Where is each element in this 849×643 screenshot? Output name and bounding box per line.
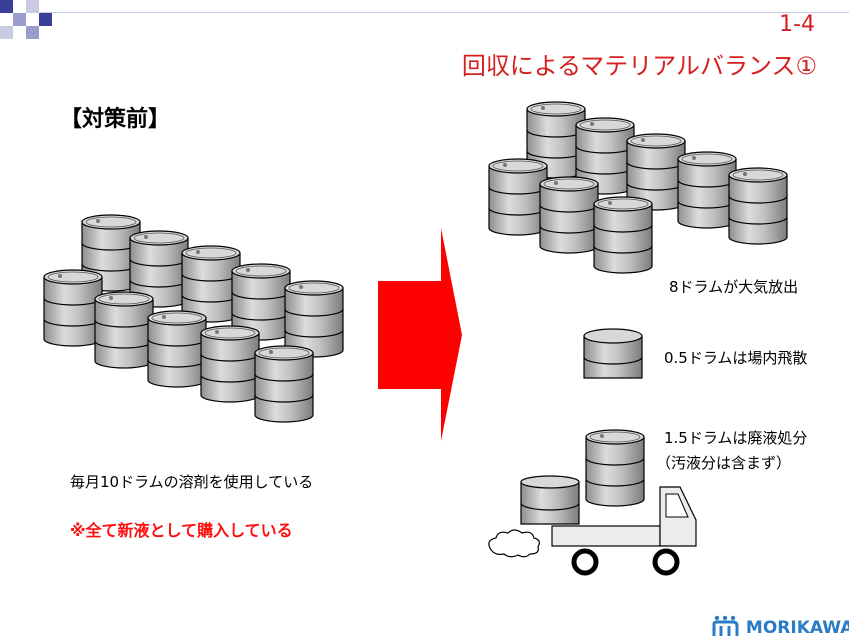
logo-text: MORIKAWA: [745, 618, 849, 638]
slide-title: 回収によるマテリアルバランス①: [461, 52, 817, 80]
drum: [181, 245, 241, 323]
drum: [585, 429, 645, 507]
drum: [728, 167, 788, 245]
drum: [539, 176, 599, 254]
deco-square: [0, 0, 13, 13]
note-text: ※全て新液として購入している: [70, 521, 293, 540]
m-dots-logo-icon: [712, 615, 739, 636]
drum: [488, 158, 548, 236]
drum-cluster-evaporated: [488, 101, 788, 274]
deco-square: [26, 0, 39, 13]
half-drum: [583, 328, 643, 379]
right-arrow-icon: [378, 228, 462, 441]
truck-icon: [488, 475, 697, 576]
drum: [43, 269, 103, 347]
drum: [254, 345, 314, 423]
drum: [200, 325, 260, 403]
outcome-evaporated: 8ドラムが大気放出: [669, 278, 799, 296]
deco-square: [0, 26, 13, 39]
drum: [677, 151, 737, 229]
drum: [147, 310, 207, 388]
outcome-disposed: 1.5ドラムは廃液処分: [664, 429, 808, 447]
outcome-scattered: 0.5ドラムは場内飛散: [664, 349, 808, 367]
drum-cluster-left: [43, 214, 344, 423]
deco-square: [39, 13, 52, 26]
page-number: 1-4: [779, 12, 815, 37]
deco-square: [13, 13, 26, 26]
company-logo: MORIKAWA: [712, 609, 849, 638]
exhaust-cloud-icon: [488, 529, 540, 558]
header-rule: [40, 12, 849, 13]
deco-square: [26, 26, 39, 39]
before-label: 【対策前】: [60, 107, 171, 132]
usage-text: 毎月10ドラムの溶剤を使用している: [70, 473, 314, 491]
drum: [593, 196, 653, 274]
outcome-disposed-note: （汚液分は含まず）: [656, 454, 792, 472]
drum: [284, 280, 344, 358]
drum: [94, 291, 154, 369]
